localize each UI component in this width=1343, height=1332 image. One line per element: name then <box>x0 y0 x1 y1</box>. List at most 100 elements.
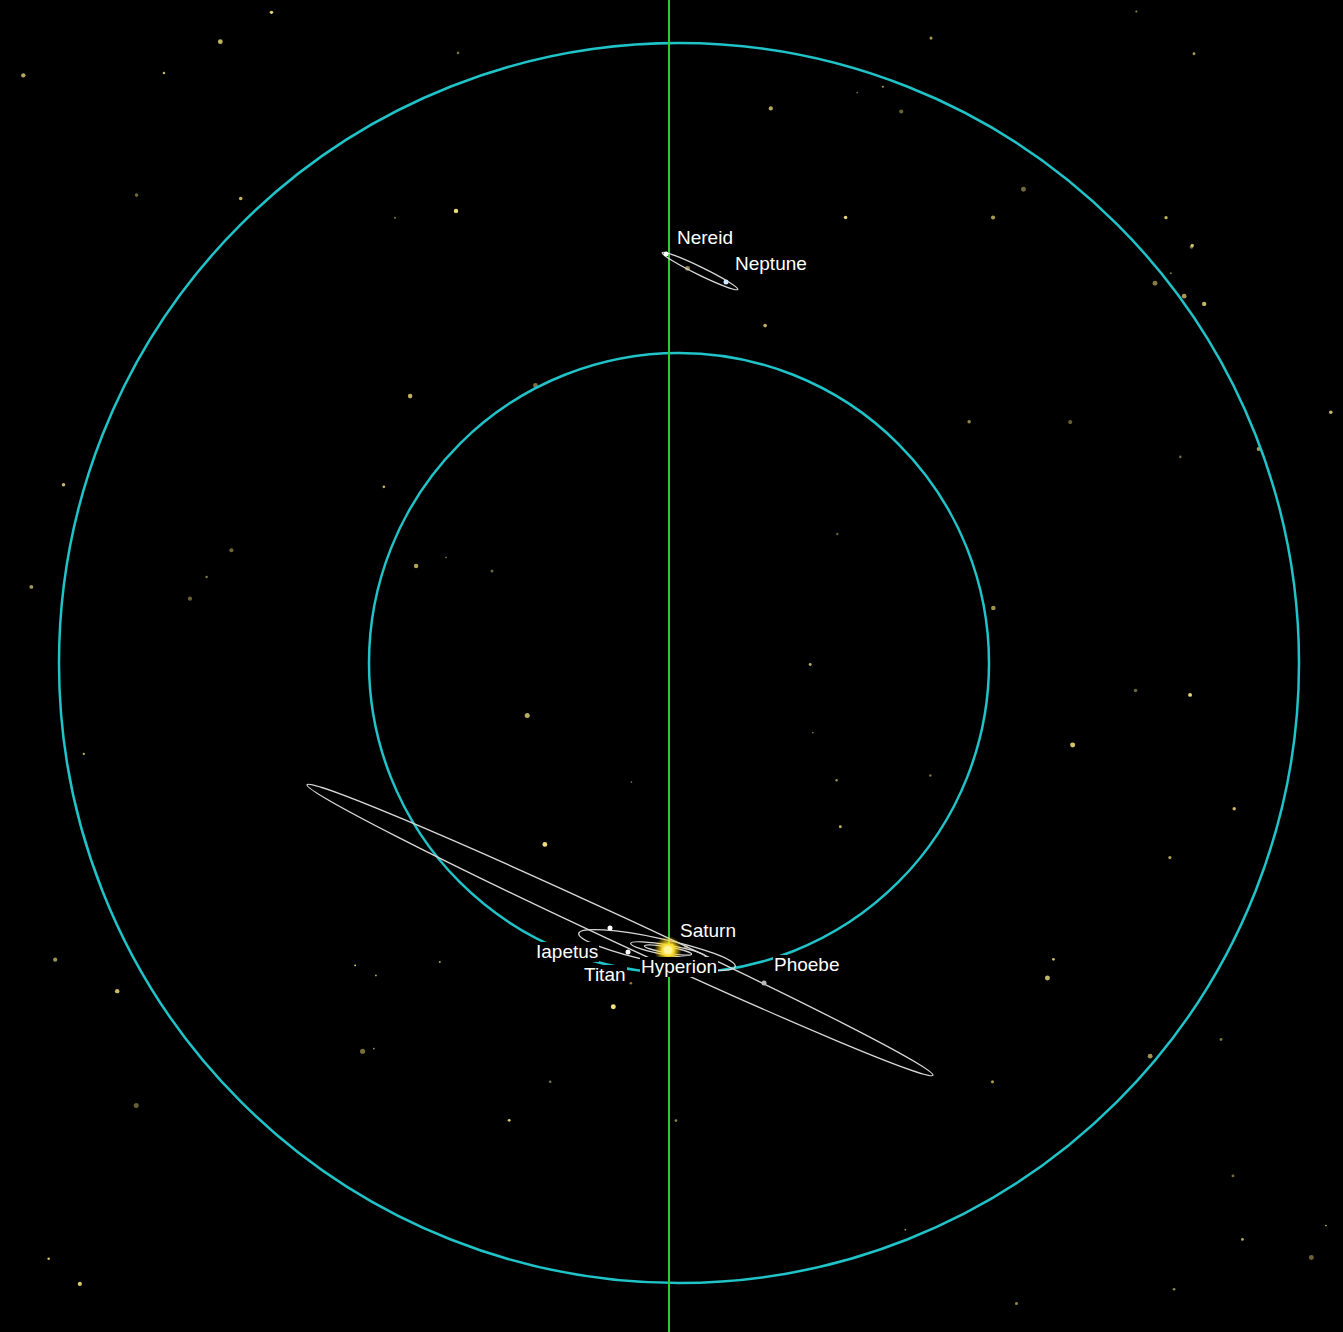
star-dot <box>769 106 773 110</box>
star-dot <box>1220 1038 1223 1041</box>
star-dot <box>991 215 995 219</box>
star-dot <box>1325 1225 1327 1227</box>
star-dot <box>1188 693 1192 697</box>
star-dot <box>1164 216 1167 219</box>
star-dot <box>1168 856 1171 859</box>
star-dot <box>1232 807 1235 810</box>
moon-dot <box>608 926 613 931</box>
star-dot <box>525 713 530 718</box>
star-dot <box>62 483 66 487</box>
body-label: Titan <box>583 965 627 985</box>
star-dot <box>542 842 547 847</box>
star-dot <box>1170 272 1172 274</box>
star-dot <box>882 86 884 88</box>
star-dot <box>549 1080 552 1083</box>
moon-dot <box>762 981 767 986</box>
star-dot <box>991 1080 994 1083</box>
star-dot <box>394 217 396 219</box>
star-dot <box>354 964 356 966</box>
star-dot <box>1241 1238 1244 1241</box>
body-label: Neptune <box>734 254 808 274</box>
star-dot <box>1182 294 1187 299</box>
star-dot <box>115 989 119 993</box>
star-dot <box>1191 244 1194 247</box>
star-dot <box>134 1103 139 1108</box>
star-dot <box>856 92 858 94</box>
star-dot <box>1173 1288 1176 1291</box>
star-dot <box>1179 456 1182 459</box>
axis-line <box>668 0 670 1332</box>
star-dot <box>675 1119 678 1122</box>
star-dot <box>439 961 441 963</box>
star-dot <box>991 606 996 611</box>
star-dot <box>135 193 139 197</box>
star-dot <box>21 73 25 77</box>
star-dot <box>763 324 767 328</box>
star-dot <box>812 732 814 734</box>
moon-orbit <box>302 773 939 1087</box>
star-dot <box>1045 976 1050 981</box>
moon-dot <box>626 950 631 955</box>
star-dot <box>929 774 931 776</box>
star-dot <box>1202 302 1206 306</box>
orbit-circle <box>369 353 989 973</box>
body-label: Saturn <box>679 921 737 941</box>
star-dot <box>218 39 223 44</box>
orbit-circle <box>59 43 1299 1283</box>
star-dot <box>375 975 377 977</box>
star-dot <box>188 597 192 601</box>
star-dot <box>239 197 243 201</box>
star-dot <box>904 1229 906 1231</box>
star-dot <box>163 72 165 74</box>
star-dot <box>631 781 633 783</box>
star-dot <box>78 1282 82 1286</box>
star-dot <box>1015 1302 1018 1305</box>
star-dot <box>360 1049 365 1054</box>
star-dot <box>899 109 903 113</box>
moon-orbit <box>660 249 739 293</box>
star-dot <box>1232 1174 1235 1177</box>
star-dot <box>967 420 970 423</box>
star-dot <box>373 1048 375 1050</box>
star-dot <box>1148 1054 1153 1059</box>
planet-dot <box>724 280 729 285</box>
star-dot <box>445 556 447 558</box>
star-dot <box>844 216 848 220</box>
star-dot <box>508 1119 511 1122</box>
star-dot <box>457 52 460 55</box>
star-dot <box>383 485 386 488</box>
body-label: Hyperion <box>640 957 718 977</box>
star-dot <box>929 37 932 40</box>
moon-dot <box>664 252 669 257</box>
star-dot <box>1068 420 1072 424</box>
star-dot <box>414 564 418 568</box>
star-dot <box>490 569 493 572</box>
star-dot <box>611 1004 616 1009</box>
star-dot <box>53 958 57 962</box>
star-dot <box>835 779 837 781</box>
star-dot <box>47 1258 49 1260</box>
star-dot <box>1070 743 1075 748</box>
star-dot <box>839 825 842 828</box>
body-label: Nereid <box>676 228 734 248</box>
body-label: Iapetus <box>535 942 599 962</box>
star-dot <box>1134 689 1138 693</box>
star-dot <box>1135 10 1137 12</box>
star-field <box>21 10 1332 1305</box>
star-dot <box>408 394 413 399</box>
body-label: Phoebe <box>773 955 841 975</box>
star-dot <box>1329 411 1333 415</box>
star-dot <box>1021 187 1026 192</box>
star-dot <box>229 548 233 552</box>
star-dot <box>270 11 273 14</box>
star-dot <box>205 576 207 578</box>
star-dot <box>836 533 838 535</box>
star-dot <box>29 585 33 589</box>
star-dot <box>1193 52 1196 55</box>
star-dot <box>454 209 458 213</box>
star-dot <box>629 982 632 985</box>
planet-dot <box>664 946 672 954</box>
star-dot <box>809 663 812 666</box>
star-dot <box>83 753 85 755</box>
